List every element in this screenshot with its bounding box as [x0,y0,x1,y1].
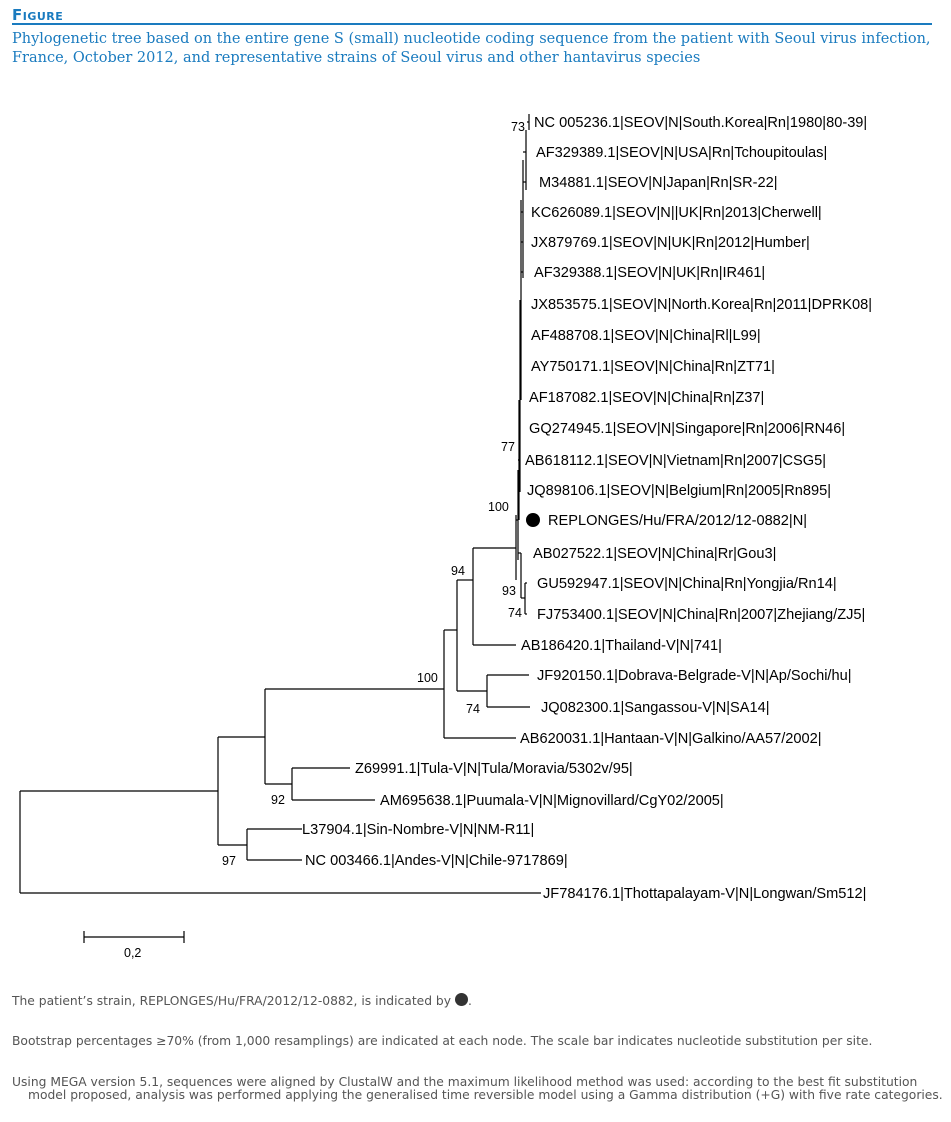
tree-leaf-label: JQ082300.1|Sangassou-V|N|SA14| [541,700,770,716]
tree-leaf-label: AB027522.1|SEOV|N|China|Rr|Gou3| [533,546,776,562]
tree-leaf-label: AB620031.1|Hantaan-V|N|Galkino/AA57/2002… [520,731,822,747]
header-rule [12,23,932,25]
tree-leaf-label: JQ898106.1|SEOV|N|Belgium|Rn|2005|Rn895| [527,483,831,499]
bootstrap-label: 93 [502,584,516,598]
bootstrap-label: 73 [511,120,525,134]
note-bootstrap: Bootstrap percentages ≥70% (from 1,000 r… [12,1034,873,1048]
tree-leaf-label: M34881.1|SEOV|N|Japan|Rn|SR-22| [539,175,778,191]
note-patient-strain: The patient’s strain, REPLONGES/Hu/FRA/2… [12,993,472,1008]
patient-marker-legend [454,993,468,1006]
bootstrap-label: 94 [451,564,465,578]
scale-bar-label: 0,2 [124,946,141,960]
bootstrap-label: 97 [222,854,236,868]
tree-leaf-label: JF784176.1|Thottapalayam-V|N|Longwan/Sm5… [543,886,866,902]
note-end: . [467,994,472,1008]
bootstrap-label: 77 [501,440,515,454]
tree-leaf-label: AY750171.1|SEOV|N|China|Rn|ZT71| [531,359,775,375]
scale-bar [83,931,185,943]
tree-leaf-label: JF920150.1|Dobrava-Belgrade-V|N|Ap/Sochi… [537,668,852,684]
patient-strain-marker [526,513,540,527]
note-methods: Using MEGA version 5.1, sequences were a… [12,1075,943,1102]
bootstrap-label: 92 [271,793,285,807]
tree-leaf-label: JX879769.1|SEOV|N|UK|Rn|2012|Humber| [531,235,810,251]
tree-leaf-label: AF187082.1|SEOV|N|China|Rn|Z37| [529,390,764,406]
tree-leaf-label: AF488708.1|SEOV|N|China|Rl|L99| [531,328,761,344]
tree-leaf-label: AF329389.1|SEOV|N|USA|Rn|Tchoupitoulas| [536,145,827,161]
leaf-labels: NC 005236.1|SEOV|N|South.Korea|Rn|1980|8… [302,115,872,902]
tree-leaf-label: REPLONGES/Hu/FRA/2012/12-0882|N| [548,513,807,529]
phylogenetic-tree: NC 005236.1|SEOV|N|South.Korea|Rn|1980|8… [19,114,872,960]
tree-leaf-label: L37904.1|Sin-Nombre-V|N|NM-R11| [302,822,534,838]
figure-label: Figure [12,6,64,24]
tree-leaf-label: JX853575.1|SEOV|N|North.Korea|Rn|2011|DP… [531,297,872,313]
tree-leaf-label: AF329388.1|SEOV|N|UK|Rn|IR461| [534,265,765,281]
tree-leaf-label: Z69991.1|Tula-V|N|Tula/Moravia/5302v/95| [355,761,633,777]
tree-leaf-label: FJ753400.1|SEOV|N|China|Rn|2007|Zhejiang… [537,607,865,623]
tree-leaf-label: KC626089.1|SEOV|N||UK|Rn|2013|Cherwell| [531,205,822,221]
bootstrap-label: 74 [466,702,480,716]
bootstrap-label: 100 [417,671,438,685]
tree-branches [19,114,541,894]
tree-leaf-label: AM695638.1|Puumala-V|N|Mignovillard/CgY0… [380,793,724,809]
figure-caption: Phylogenetic tree based on the entire ge… [12,31,931,66]
bootstrap-label: 100 [488,500,509,514]
note-text: The patient’s strain, REPLONGES/Hu/FRA/2… [12,994,452,1008]
tree-leaf-label: NC 003466.1|Andes-V|N|Chile-9717869| [305,853,568,869]
bootstrap-label: 74 [508,606,522,620]
tree-leaf-label: GU592947.1|SEOV|N|China|Rn|Yongjia/Rn14| [537,576,837,592]
tree-leaf-label: AB186420.1|Thailand-V|N|741| [521,638,722,654]
tree-leaf-label: GQ274945.1|SEOV|N|Singapore|Rn|2006|RN46… [529,421,845,437]
tree-leaf-label: NC 005236.1|SEOV|N|South.Korea|Rn|1980|8… [534,115,867,131]
tree-leaf-label: AB618112.1|SEOV|N|Vietnam|Rn|2007|CSG5| [525,453,826,469]
